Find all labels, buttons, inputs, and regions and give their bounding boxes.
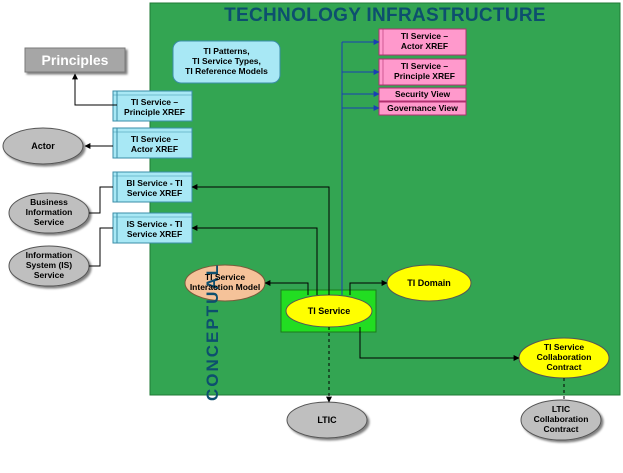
ltic-ellipse[interactable] bbox=[286, 401, 368, 439]
governance-view-box[interactable] bbox=[378, 101, 467, 116]
connectors bbox=[72, 73, 565, 403]
business-information-service-ellipse[interactable] bbox=[8, 192, 90, 234]
ti-service-principle-xref-box[interactable] bbox=[112, 90, 193, 122]
is-service-ti-xref-box[interactable] bbox=[112, 212, 193, 244]
principles-box[interactable] bbox=[24, 47, 126, 73]
actor-ellipse[interactable] bbox=[2, 127, 84, 165]
ltic-collaboration-contract-ellipse[interactable] bbox=[520, 399, 602, 441]
blue-connectors bbox=[341, 39, 380, 295]
bi-service-ti-xref-box[interactable] bbox=[112, 171, 193, 203]
diagram-title: TECHNOLOGY INFRASTRUCTURE bbox=[224, 5, 546, 26]
pink-ti-service-actor-xref-box[interactable] bbox=[378, 28, 467, 56]
conceptual-label: CONCEPTUAL bbox=[203, 262, 222, 402]
ti-service-collaboration-contract-ellipse[interactable] bbox=[518, 337, 610, 379]
ti-service-ellipse[interactable] bbox=[285, 294, 373, 328]
ti-service-actor-xref-box[interactable] bbox=[112, 127, 193, 159]
ti-domain-ellipse[interactable] bbox=[386, 264, 472, 302]
ti-service-interaction-model-ellipse[interactable] bbox=[184, 264, 266, 302]
pink-ti-service-principle-xref-box[interactable] bbox=[378, 58, 467, 86]
information-system-service-ellipse[interactable] bbox=[8, 245, 90, 287]
ti-patterns-box[interactable] bbox=[172, 40, 281, 84]
security-view-box[interactable] bbox=[378, 87, 467, 102]
